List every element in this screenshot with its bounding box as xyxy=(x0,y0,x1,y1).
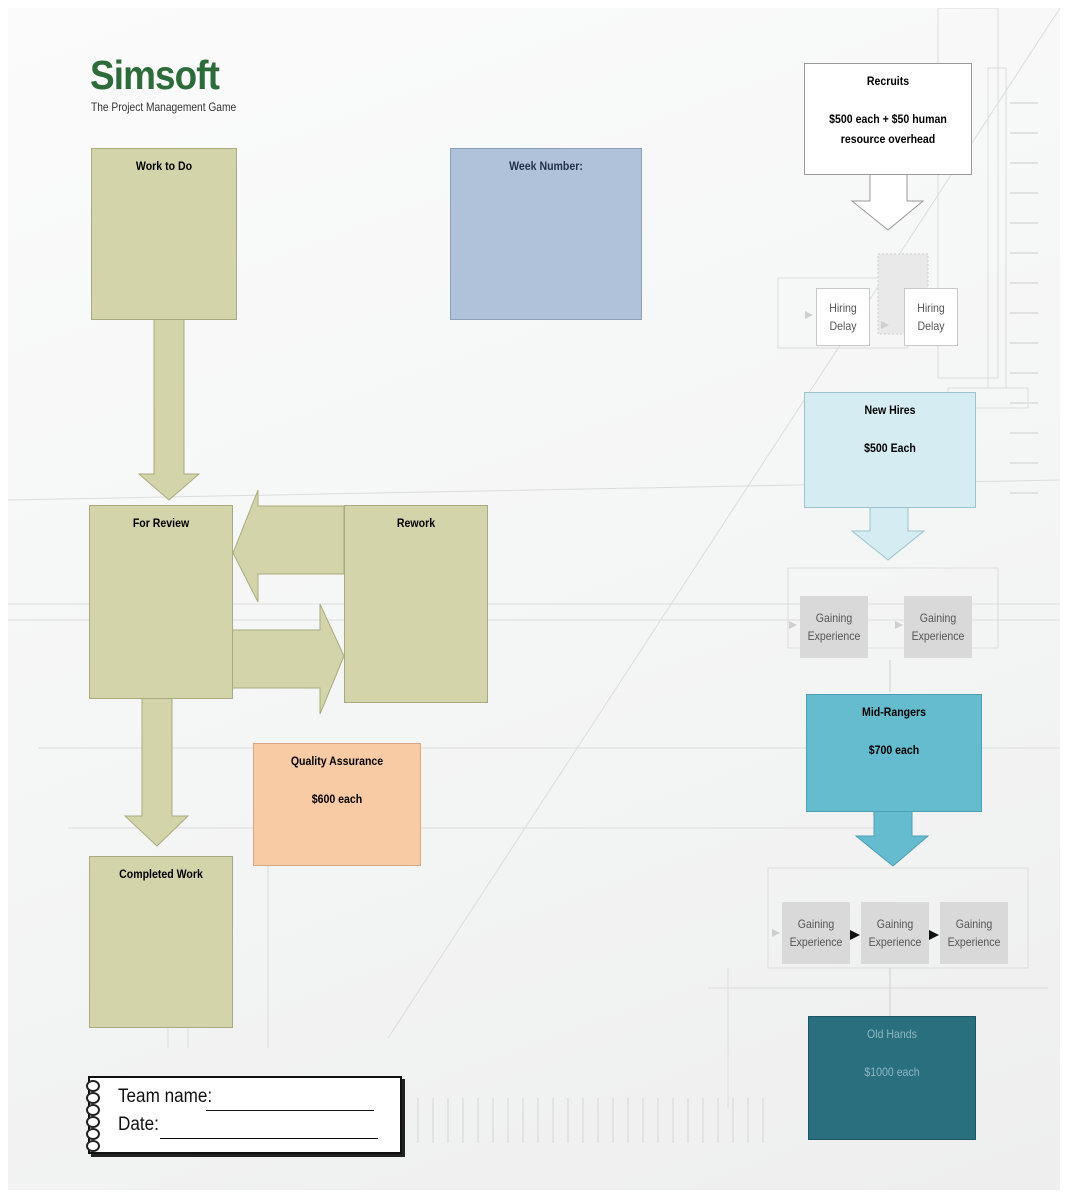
week-number-box[interactable]: Week Number: xyxy=(450,148,642,320)
team-name-label: Team name: xyxy=(118,1086,213,1107)
gaining-experience-label-3: Gaining Experience xyxy=(789,917,843,949)
date-field[interactable] xyxy=(160,1138,378,1139)
for-review-label: For Review xyxy=(132,516,190,530)
game-subtitle: The Project Management Game xyxy=(91,100,237,114)
review-to-rework-arrow xyxy=(229,603,345,715)
rework-box[interactable]: Rework xyxy=(344,505,488,703)
quality-assurance-label: Quality Assurance xyxy=(290,754,384,768)
recruits-cost-line2: resource overhead xyxy=(840,132,936,146)
binder-ring-icon xyxy=(86,1140,100,1152)
hiring-delay-box-2[interactable]: Hiring Delay xyxy=(904,288,958,346)
gaining-experience-label-5: Gaining Experience xyxy=(947,917,1001,949)
old-hands-cost: $1000 each xyxy=(864,1065,920,1079)
mid-rangers-arrow xyxy=(854,809,930,867)
recruits-box[interactable]: Recruits $500 each + $50 human resource … xyxy=(804,63,972,175)
mid-rangers-box[interactable]: Mid-Rangers $700 each xyxy=(806,694,982,812)
mid-rangers-cost: $700 each xyxy=(868,743,920,757)
recruits-cost-line1: $500 each + $50 human xyxy=(829,112,947,126)
team-card: Team name: Date: xyxy=(86,1076,402,1154)
gaining-experience-box-4[interactable]: Gaining Experience xyxy=(861,902,929,964)
recruits-arrow xyxy=(850,173,925,231)
work-to-do-box[interactable]: Work to Do xyxy=(91,148,237,320)
for-review-box[interactable]: For Review xyxy=(89,505,233,699)
rework-label: Rework xyxy=(396,516,436,530)
completed-work-box[interactable]: Completed Work xyxy=(89,856,233,1028)
work-to-review-arrow xyxy=(137,318,201,501)
completed-work-label: Completed Work xyxy=(119,867,203,881)
work-to-do-label: Work to Do xyxy=(135,159,193,173)
binder-ring-icon xyxy=(86,1080,100,1092)
gaining-experience-label-1: Gaining Experience xyxy=(807,611,861,643)
recruits-label: Recruits xyxy=(866,74,910,88)
new-hires-label: New Hires xyxy=(864,403,916,417)
quality-assurance-box[interactable]: Quality Assurance $600 each xyxy=(253,743,421,866)
team-name-field[interactable] xyxy=(206,1110,374,1111)
gaining-experience-box-1[interactable]: Gaining Experience xyxy=(800,596,868,658)
mid-rangers-label: Mid-Rangers xyxy=(862,705,926,719)
binder-ring-icon xyxy=(86,1092,100,1104)
binder-ring-icon xyxy=(86,1128,100,1140)
new-hires-box[interactable]: New Hires $500 Each xyxy=(804,392,976,508)
review-to-completed-arrow xyxy=(123,697,190,847)
hiring-delay-label-1: Hiring Delay xyxy=(829,301,857,333)
old-hands-label: Old Hands xyxy=(867,1027,917,1041)
quality-assurance-cost: $600 each xyxy=(311,792,363,806)
hiring-delay-box-1[interactable]: Hiring Delay xyxy=(816,288,870,346)
background-circuit-decoration xyxy=(8,8,1060,1143)
new-hires-arrow xyxy=(850,505,926,561)
date-label: Date: xyxy=(118,1114,159,1135)
week-number-label: Week Number: xyxy=(509,159,583,173)
new-hires-cost: $500 Each xyxy=(864,441,916,455)
gaining-experience-box-5[interactable]: Gaining Experience xyxy=(940,902,1008,964)
hiring-delay-label-2: Hiring Delay xyxy=(917,301,945,333)
game-title: Simsoft xyxy=(90,52,220,98)
gaining-experience-box-2[interactable]: Gaining Experience xyxy=(904,596,972,658)
gaining-experience-label-2: Gaining Experience xyxy=(911,611,965,643)
gaining-experience-label-4: Gaining Experience xyxy=(868,917,922,949)
game-board: Simsoft The Project Management Game Work… xyxy=(8,8,1060,1190)
binder-ring-icon xyxy=(86,1116,100,1128)
rework-to-review-arrow xyxy=(232,489,345,603)
gaining-experience-box-3[interactable]: Gaining Experience xyxy=(782,902,850,964)
binder-ring-icon xyxy=(86,1104,100,1116)
old-hands-box[interactable]: Old Hands $1000 each xyxy=(808,1016,976,1140)
